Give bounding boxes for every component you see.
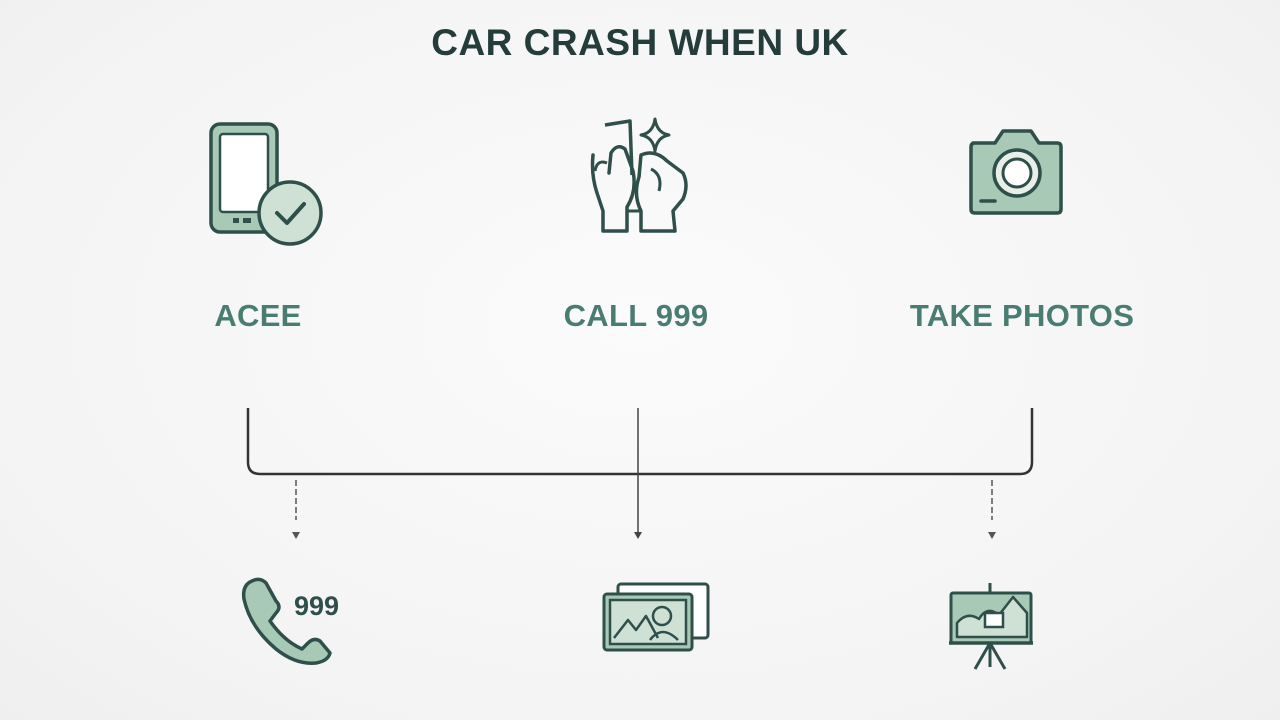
camera-icon <box>965 125 1067 220</box>
diagram-title: CAR CRASH WHEN UK <box>431 22 849 63</box>
step-label-3: TAKE PHOTOS <box>909 298 1135 333</box>
hands-sparkle-icon <box>585 115 695 240</box>
right-arrowhead <box>988 532 996 539</box>
easel-icon <box>945 583 1040 673</box>
photos-icon <box>600 580 715 655</box>
outcome-1-text: 999 <box>294 591 339 621</box>
step-label-2: CALL 999 <box>563 298 709 333</box>
left-arrowhead <box>292 532 300 539</box>
phone-check-icon <box>205 118 330 248</box>
step-label-1: ACEE <box>214 298 302 333</box>
phone-handset-icon: 999 <box>238 575 358 670</box>
center-arrowhead <box>634 532 642 539</box>
